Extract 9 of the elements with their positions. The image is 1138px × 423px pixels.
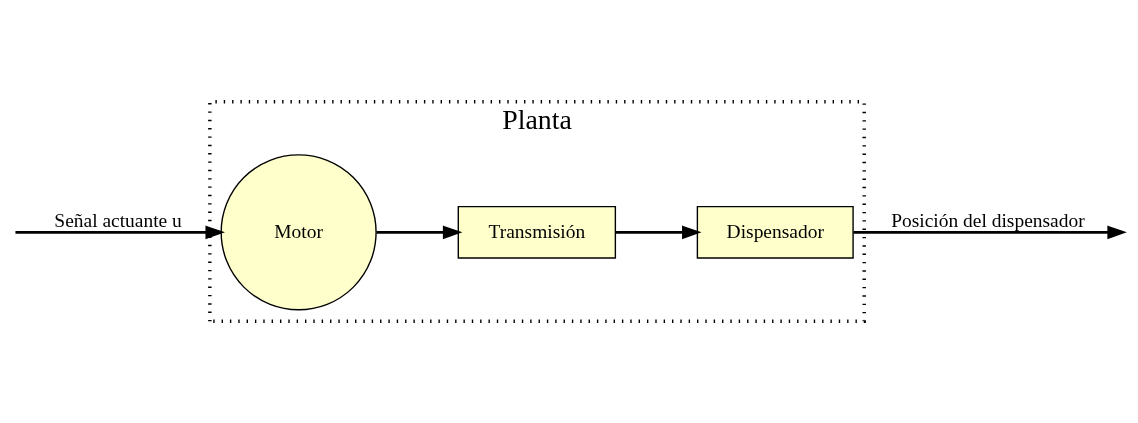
node-box: Transmisión (457, 205, 617, 259)
arrow (15, 225, 225, 240)
edge-label: Posición del dispensador (891, 210, 1085, 232)
arrow (376, 225, 463, 240)
edge-label: Señal actuante u (54, 210, 182, 232)
arrow (615, 225, 702, 240)
node-box: Dispensador (696, 205, 854, 259)
arrow (853, 225, 1127, 240)
node-circle: Motor (220, 154, 377, 311)
